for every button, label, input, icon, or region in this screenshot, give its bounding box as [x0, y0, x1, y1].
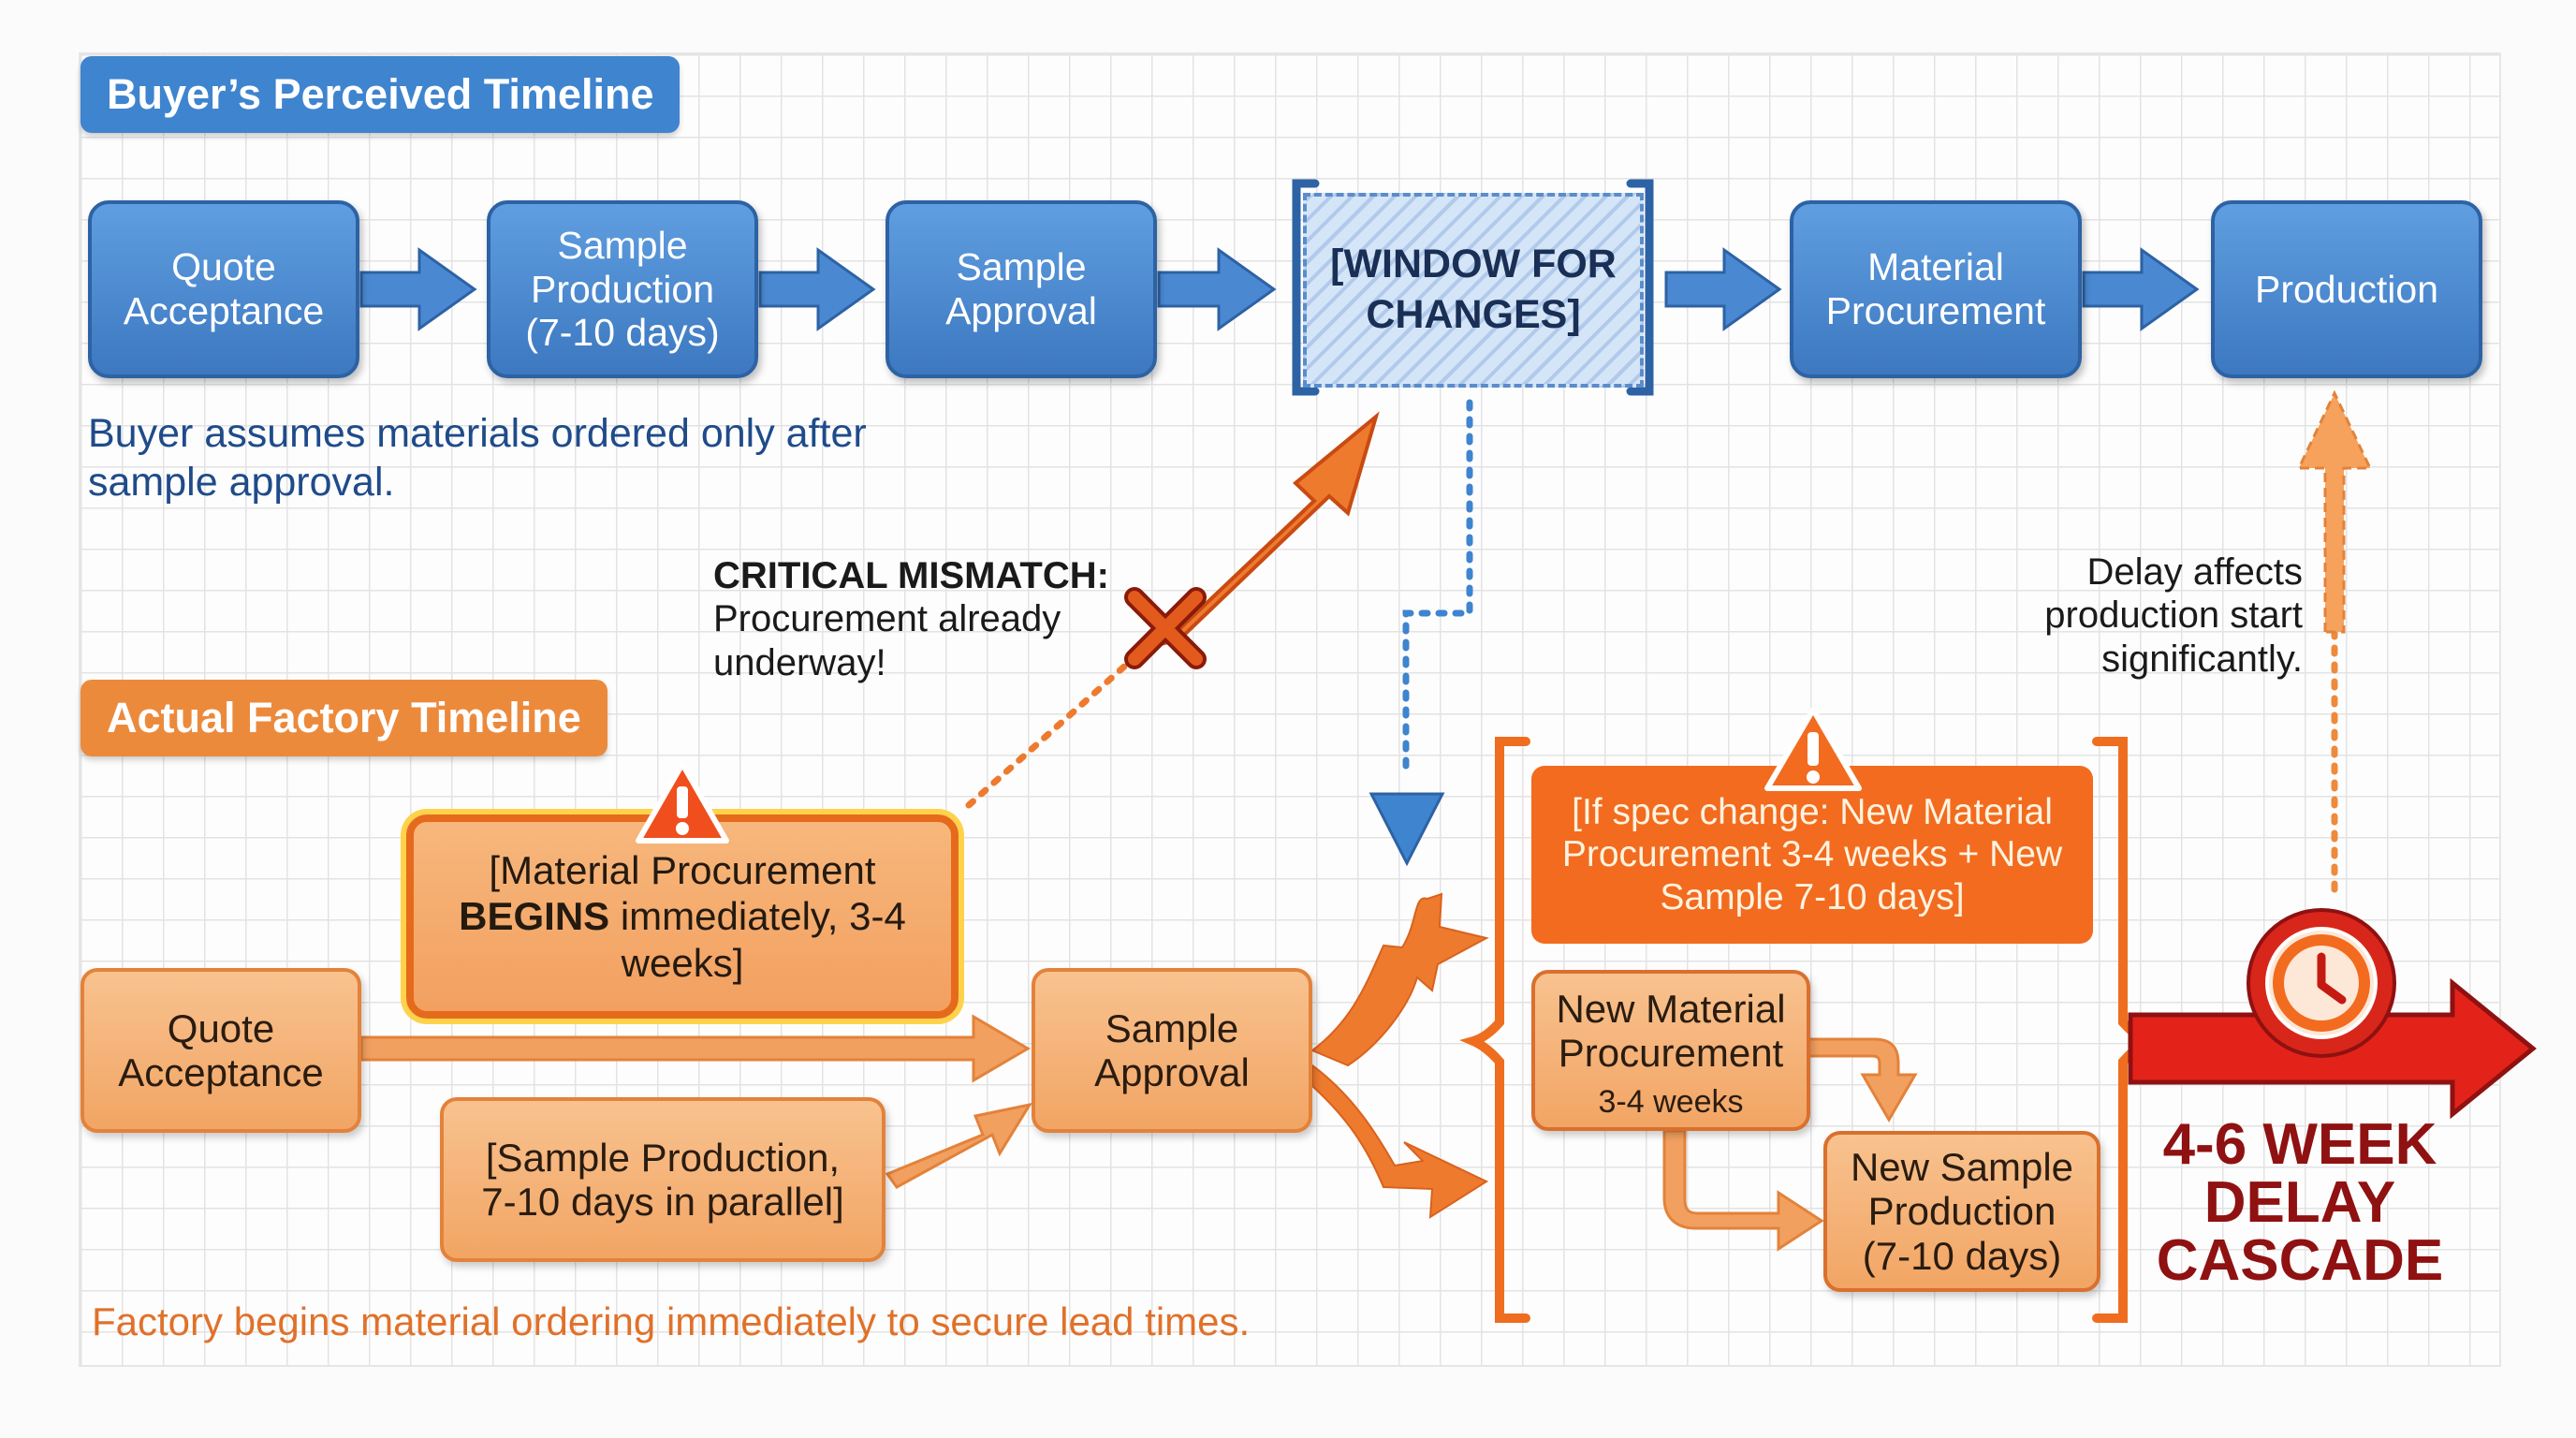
- spec-change-warning-box: [If spec change: New Material Procuremen…: [1531, 766, 2093, 944]
- window-bracket: [1292, 179, 1654, 396]
- buyer-arrow-4: [1664, 247, 1782, 331]
- new-material-label: New Material Procurement: [1556, 987, 1786, 1076]
- critical-mismatch-callout: CRITICAL MISMATCH: Procurement already u…: [713, 554, 1144, 684]
- mismatch-arrow: [1158, 411, 1380, 647]
- buyer-window-for-changes: [WINDOW FOR CHANGES]: [1303, 193, 1644, 388]
- buyer-flow-arrows: [359, 247, 2200, 331]
- buyer-arrow-2: [758, 247, 876, 331]
- buyer-step-quote-acceptance: Quote Acceptance: [88, 200, 359, 378]
- factory-arrow-sample-to-approval: [885, 1102, 1033, 1189]
- factory-sample-production-parallel: [Sample Production, 7-10 days in paralle…: [440, 1097, 886, 1262]
- x-mark-icon: [1124, 587, 1207, 669]
- branch-arrow-up: [1310, 892, 1489, 1067]
- clock-icon: [2247, 908, 2396, 1058]
- window-dotted-arrowhead: [1368, 792, 1445, 867]
- new-sample-production-box: New Sample Production (7-10 days): [1823, 1131, 2100, 1292]
- buyer-timeline-title-text: Buyer’s Perceived Timeline: [107, 70, 654, 118]
- new-material-to-sample-arrow: [1807, 1037, 1918, 1123]
- buyer-step-production: Production: [2211, 200, 2482, 378]
- buyer-step-label: Production: [2254, 267, 2438, 311]
- buyer-step-material-procurement: Material Procurement: [1790, 200, 2082, 378]
- buyer-assumption-note: Buyer assumes materials ordered only aft…: [88, 411, 867, 505]
- mismatch-dotted-line: [965, 655, 1136, 809]
- window-dotted-connector: [1402, 399, 1473, 781]
- buyer-step-sample-approval: Sample Approval: [886, 200, 1157, 378]
- warning-icon: [1764, 707, 1862, 791]
- buyer-arrow-5: [2082, 247, 2200, 331]
- material-text-bold: BEGINS: [459, 894, 610, 939]
- critical-mismatch-title: CRITICAL MISMATCH:: [713, 555, 1109, 596]
- material-text-suffix: immediately, 3-4 weeks]: [620, 894, 906, 985]
- factory-timeline-title: Actual Factory Timeline: [80, 680, 607, 756]
- critical-mismatch-text: Procurement already underway!: [713, 598, 1061, 683]
- material-procurement-begins-box: [Material Procurement BEGINS immediately…: [406, 814, 959, 1019]
- factory-step-label: Sample Approval: [1094, 1005, 1250, 1094]
- buyer-step-sample-production: Sample Production (7-10 days): [487, 200, 758, 378]
- warning-icon: [636, 761, 729, 844]
- factory-step-label: [Sample Production, 7-10 days in paralle…: [481, 1135, 844, 1224]
- new-sample-label: New Sample Production (7-10 days): [1850, 1145, 2074, 1278]
- buyer-step-label: Sample Approval: [945, 245, 1097, 332]
- new-material-duration: 3-4 weeks: [1598, 1084, 1744, 1120]
- buyer-step-label: Quote Acceptance: [123, 245, 325, 332]
- material-text-prefix: [Material Procurement: [489, 847, 876, 892]
- delay-up-arrowhead: [2296, 389, 2373, 634]
- delay-affects-note: Delay affects production start significa…: [2044, 551, 2303, 680]
- factory-note: Factory begins material ordering immedia…: [92, 1299, 1251, 1343]
- buyer-step-label: Material Procurement: [1825, 245, 2046, 332]
- new-material-down-to-sample-arrow: [1662, 1129, 1824, 1252]
- delay-cascade-label: 4-6 WEEK DELAY CASCADE: [2156, 1112, 2444, 1293]
- factory-quote-acceptance: Quote Acceptance: [80, 968, 361, 1133]
- factory-step-label: Quote Acceptance: [118, 1005, 324, 1094]
- factory-flow-arrows: [359, 892, 1918, 1252]
- buyer-arrow-1: [359, 247, 477, 331]
- new-material-procurement-box: New Material Procurement 3-4 weeks: [1531, 970, 1810, 1131]
- factory-arrow-quote-to-approval: [359, 1014, 1031, 1083]
- factory-sample-approval: Sample Approval: [1032, 968, 1312, 1133]
- buyer-arrow-3: [1157, 247, 1277, 331]
- buyer-timeline-title: Buyer’s Perceived Timeline: [80, 56, 681, 133]
- buyer-step-label: Sample Production (7-10 days): [525, 223, 720, 355]
- spec-change-text: [If spec change: New Material Procuremen…: [1561, 791, 2063, 917]
- window-label: [WINDOW FOR CHANGES]: [1330, 242, 1617, 337]
- factory-timeline-title-text: Actual Factory Timeline: [107, 694, 581, 741]
- branch-arrow-down: [1311, 1064, 1489, 1219]
